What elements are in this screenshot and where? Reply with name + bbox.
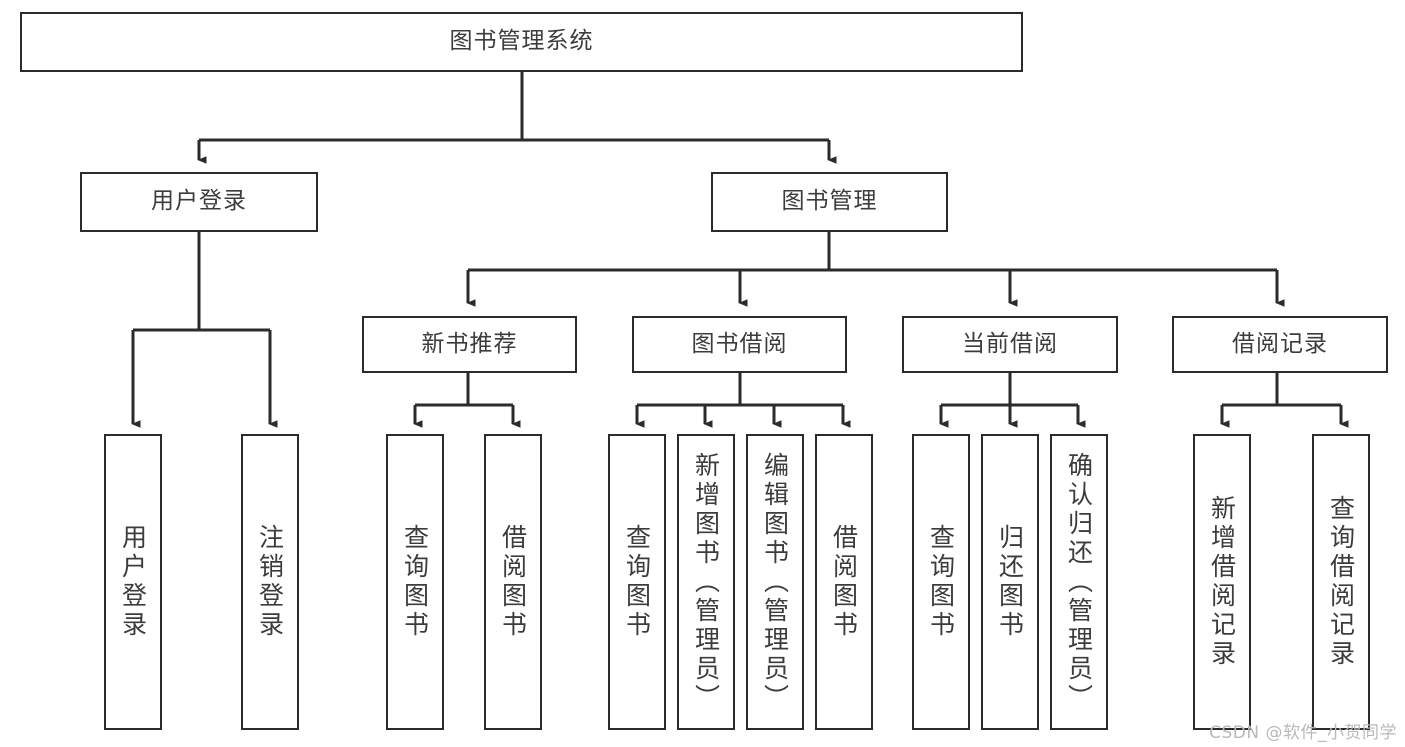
node-borrow-record[interactable]: 借阅记录 bbox=[1172, 316, 1388, 373]
node-user-login[interactable]: 用户登录 bbox=[80, 172, 318, 232]
node-label: 用户登录 bbox=[118, 524, 148, 640]
node-label: 图书借阅 bbox=[691, 330, 788, 357]
node-new-book-recommend[interactable]: 新书推荐 bbox=[362, 316, 577, 373]
node-label: 查询图书 bbox=[622, 524, 652, 640]
leaf-user-login-login[interactable]: 用户登录 bbox=[104, 434, 162, 730]
node-label: 当前借阅 bbox=[962, 330, 1058, 357]
leaf-user-login-logout[interactable]: 注销登录 bbox=[241, 434, 299, 730]
node-label: 查询图书 bbox=[400, 524, 430, 640]
node-label: 归还图书 bbox=[995, 524, 1025, 640]
node-label: 借阅图书 bbox=[829, 524, 859, 640]
leaf-new-book-query[interactable]: 查询图书 bbox=[386, 434, 444, 730]
leaf-book-borrow-edit[interactable]: 编辑图书（管理员） bbox=[746, 434, 804, 730]
node-label: 查询借阅记录 bbox=[1326, 495, 1356, 669]
node-book-borrow[interactable]: 图书借阅 bbox=[632, 316, 847, 373]
node-label: 新增图书（管理员） bbox=[691, 451, 721, 713]
node-label: 编辑图书（管理员） bbox=[760, 451, 790, 713]
node-label: 图书管理 bbox=[781, 188, 878, 215]
node-label: 借阅记录 bbox=[1232, 330, 1328, 357]
node-label: 新增借阅记录 bbox=[1207, 495, 1237, 669]
node-label: 注销登录 bbox=[255, 524, 285, 640]
leaf-current-borrow-confirm-return[interactable]: 确认归还（管理员） bbox=[1050, 434, 1108, 730]
node-book-management[interactable]: 图书管理 bbox=[711, 172, 948, 232]
node-current-borrow[interactable]: 当前借阅 bbox=[902, 316, 1118, 373]
node-label: 借阅图书 bbox=[498, 524, 528, 640]
node-label: 用户登录 bbox=[151, 188, 247, 215]
leaf-new-book-borrow[interactable]: 借阅图书 bbox=[484, 434, 542, 730]
leaf-book-borrow-add[interactable]: 新增图书（管理员） bbox=[677, 434, 735, 730]
leaf-book-borrow-borrow[interactable]: 借阅图书 bbox=[815, 434, 873, 730]
leaf-borrow-record-add[interactable]: 新增借阅记录 bbox=[1193, 434, 1251, 730]
node-label: 图书管理系统 bbox=[449, 28, 594, 55]
node-label: 确认归还（管理员） bbox=[1064, 451, 1094, 713]
node-root-system[interactable]: 图书管理系统 bbox=[20, 12, 1023, 72]
leaf-current-borrow-return[interactable]: 归还图书 bbox=[981, 434, 1039, 730]
node-label: 新书推荐 bbox=[421, 330, 518, 357]
leaf-current-borrow-query[interactable]: 查询图书 bbox=[912, 434, 970, 730]
csdn-watermark: CSDN @软件_小贺同学 bbox=[1209, 723, 1397, 743]
leaf-borrow-record-query[interactable]: 查询借阅记录 bbox=[1312, 434, 1370, 730]
leaf-book-borrow-query[interactable]: 查询图书 bbox=[608, 434, 666, 730]
node-label: 查询图书 bbox=[926, 524, 956, 640]
